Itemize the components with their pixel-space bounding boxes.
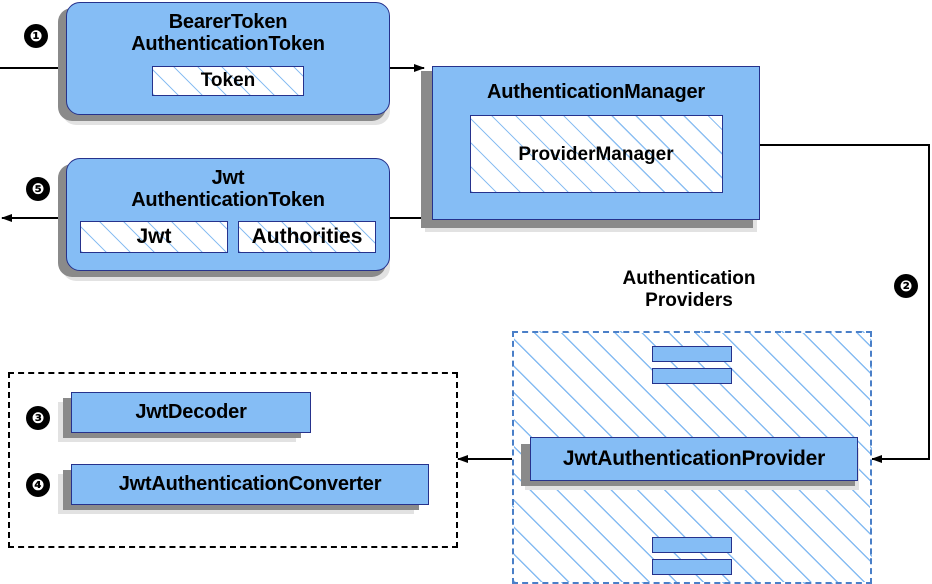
provider-mini-bar-bottom-1 [652, 537, 732, 553]
provider-mini-bar-top-2 [652, 368, 732, 384]
provider-mini-bar-bottom-2 [652, 559, 732, 575]
step-marker-1: ❶ [24, 24, 48, 48]
step-marker-5: ❺ [26, 177, 50, 201]
authentication-manager-field-provider-manager: ProviderManager [469, 115, 723, 194]
step-marker-3: ❸ [26, 406, 50, 430]
node-authentication-manager[interactable]: AuthenticationManager ProviderManager [432, 66, 760, 220]
group-jwt-support [8, 372, 458, 548]
node-jwt-decoder[interactable]: JwtDecoder [71, 392, 311, 433]
node-bearer-token-authentication-token[interactable]: BearerToken AuthenticationToken Token [66, 2, 390, 115]
jwt-token-field-authorities: Authorities [238, 220, 376, 253]
authentication-providers-caption: Authentication Providers [622, 268, 756, 311]
bearer-token-title: BearerToken AuthenticationToken [131, 11, 325, 56]
jwt-token-field-jwt: Jwt [80, 220, 228, 253]
step-marker-4: ❹ [26, 473, 50, 497]
jwt-decoder-title: JwtDecoder [135, 401, 247, 424]
bearer-token-field-token: Token [152, 65, 304, 96]
node-jwt-authentication-converter[interactable]: JwtAuthenticationConverter [71, 464, 429, 505]
jwt-authentication-converter-title: JwtAuthenticationConverter [118, 473, 382, 496]
jwt-token-fields-row: Jwt Authorities [80, 220, 376, 253]
step-marker-2: ❷ [894, 274, 918, 298]
node-jwt-authentication-token[interactable]: Jwt AuthenticationToken Jwt Authorities [66, 158, 390, 271]
jwt-authentication-provider-title: JwtAuthenticationProvider [562, 447, 826, 471]
node-jwt-authentication-provider[interactable]: JwtAuthenticationProvider [530, 437, 858, 481]
jwt-token-title: Jwt AuthenticationToken [131, 167, 325, 212]
provider-mini-bar-top-1 [652, 346, 732, 362]
authentication-manager-title: AuthenticationManager [486, 81, 706, 103]
